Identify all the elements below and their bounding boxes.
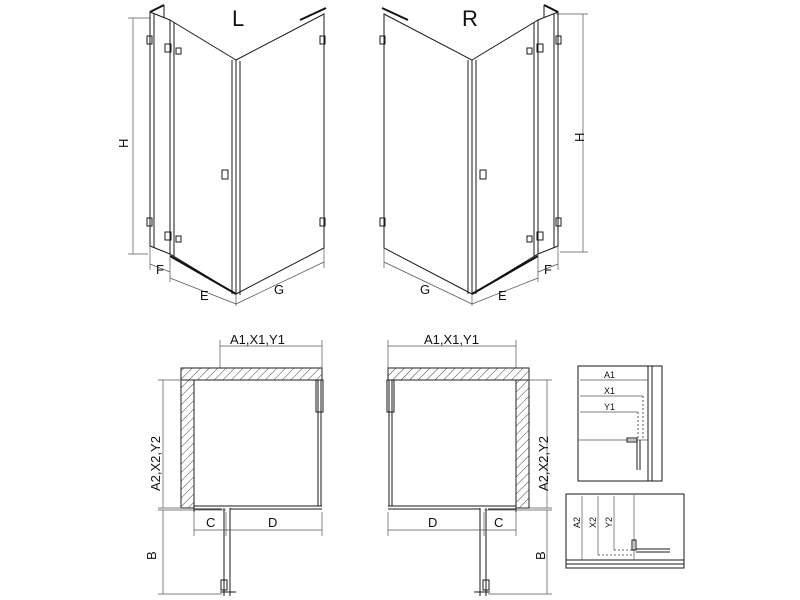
left-plan-b-label: B	[144, 551, 159, 560]
left-plan-depth-label: A2,X2,Y2	[148, 436, 163, 491]
detail-a2-label: A2	[572, 517, 582, 528]
left-height-label: H	[116, 139, 131, 148]
right-plan-side-wall	[515, 379, 530, 509]
detail-y2-label: Y2	[604, 517, 614, 528]
detail-top-box: A1 X1 Y1	[577, 365, 663, 482]
detail-a1-label: A1	[604, 370, 615, 380]
right-height-label: H	[572, 133, 587, 142]
right-plan-width-label: A1,X1,Y1	[424, 332, 479, 347]
left-plan-width-label: A1,X1,Y1	[230, 332, 285, 347]
right-plan-b-label: B	[533, 551, 548, 560]
detail-y1-label: Y1	[604, 402, 615, 412]
left-isometric-view: L H	[116, 4, 327, 306]
right-plan-view: A1,X1,Y1 A2,X2,Y2 D C B	[386, 332, 552, 596]
right-plan-c-label: C	[494, 515, 503, 530]
left-side-label: G	[274, 282, 284, 297]
right-door-label: E	[498, 288, 507, 303]
left-plan-side-wall	[180, 379, 195, 509]
right-view-title: R	[462, 6, 478, 31]
left-fixed-label: F	[156, 262, 164, 277]
right-plan-depth-label: A2,X2,Y2	[536, 436, 551, 491]
right-fixed-label: F	[544, 262, 552, 277]
left-plan-back-wall	[180, 367, 323, 381]
right-isometric-view: R H	[379, 4, 588, 306]
left-plan-d-label: D	[268, 515, 277, 530]
detail-x2-label: X2	[588, 517, 598, 528]
detail-bottom-box: A2 X2 Y2	[565, 493, 685, 569]
left-plan-c-label: C	[206, 515, 215, 530]
left-door-label: E	[200, 288, 209, 303]
detail-x1-label: X1	[604, 386, 615, 396]
left-plan-view: A1,X1,Y1 A2,X2,Y2 C D B	[144, 332, 324, 596]
left-view-title: L	[232, 6, 244, 31]
right-plan-back-wall	[387, 367, 530, 381]
right-plan-d-label: D	[428, 515, 437, 530]
right-side-label: G	[420, 282, 430, 297]
